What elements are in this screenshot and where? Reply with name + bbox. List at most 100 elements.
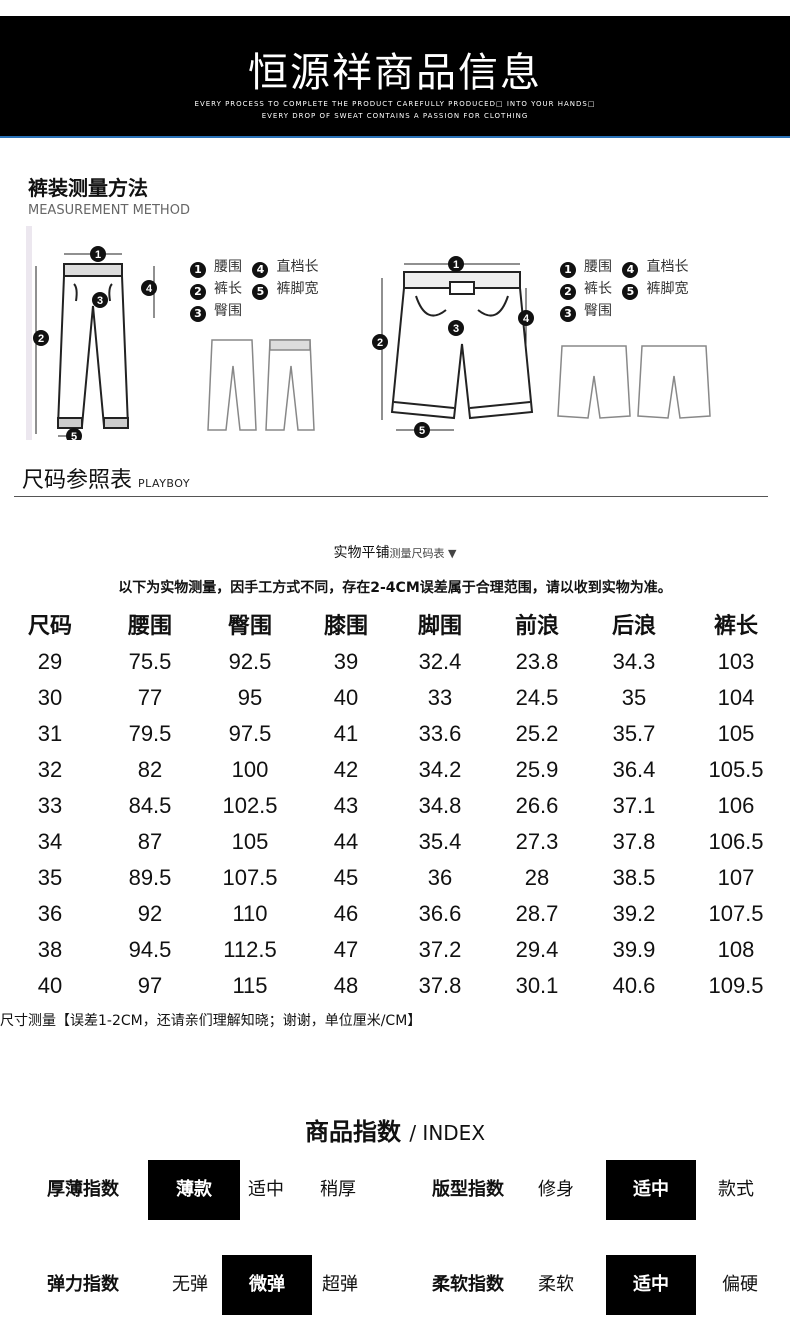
svg-text:5: 5 [71, 431, 77, 440]
table-cell: 97 [137, 973, 163, 998]
column-header: 臀围 [227, 613, 272, 638]
flat-measure-note: 实物平铺测量尺码表 ▼ [333, 545, 457, 561]
size-table-header: 尺码 腰围 臀围 膝围 脚围 前浪 后浪 裤长 [0, 604, 790, 644]
elasticity-label: 弹力指数 [47, 1274, 119, 1295]
divider [14, 496, 768, 497]
table-cell: 33 [427, 685, 453, 710]
column-header: 裤长 [713, 613, 758, 638]
fit-label: 版型指数 [432, 1179, 504, 1200]
table-cell: 30 [37, 685, 63, 710]
table-cell: 34.2 [418, 757, 462, 782]
brand-label: PLAYBOY [138, 477, 191, 490]
table-cell: 40.6 [612, 973, 656, 998]
page-title: 恒源祥商品信息 [248, 50, 542, 96]
table-cell: 109.5 [708, 973, 764, 998]
shorts-thumbnails [557, 345, 711, 419]
table-cell: 35.7 [612, 721, 656, 746]
table-cell: 92.5 [228, 649, 272, 674]
table-cell: 104 [717, 685, 755, 710]
long-pants-thumbnails [207, 339, 315, 431]
table-cell: 105 [231, 829, 269, 854]
size-footnote: 尺寸测量【误差1-2CM，还请亲们理解知晓；谢谢，单位厘米/CM】 [0, 1013, 422, 1029]
table-cell: 110 [232, 901, 268, 926]
thickness-option-medium: 适中 [248, 1179, 284, 1200]
fit-option-slim: 修身 [538, 1179, 574, 1200]
table-cell: 106 [717, 793, 755, 818]
table-cell: 105 [717, 721, 755, 746]
table-cell: 39.2 [612, 901, 656, 926]
table-cell: 112.5 [223, 937, 277, 962]
table-cell: 100 [231, 757, 269, 782]
thickness-option-thick: 稍厚 [320, 1179, 356, 1200]
table-cell: 33.6 [418, 721, 462, 746]
table-cell: 34.8 [418, 793, 462, 818]
table-cell: 24.5 [515, 685, 559, 710]
table-cell: 103 [717, 649, 755, 674]
table-cell: 36 [37, 901, 63, 926]
measurement-subtitle: MEASUREMENT METHOD [28, 203, 190, 218]
table-cell: 47 [333, 937, 359, 962]
measurement-diagram: 1 2 3 4 5 1 2 [26, 226, 726, 440]
table-cell: 32.4 [418, 649, 462, 674]
table-cell: 43 [333, 793, 359, 818]
softness-label: 柔软指数 [432, 1274, 504, 1295]
column-header: 膝围 [323, 613, 368, 638]
tagline-2: EVERY DROP OF SWEAT CONTAINS A PASSION F… [261, 112, 529, 120]
header-banner: 恒源祥商品信息 EVERY PROCESS TO COMPLETE THE PR… [0, 16, 790, 138]
table-cell: 35 [621, 685, 647, 710]
table-cell: 37.8 [418, 973, 462, 998]
svg-text:1: 1 [95, 249, 101, 261]
svg-text:3: 3 [453, 323, 459, 335]
table-cell: 32 [37, 757, 63, 782]
table-cell: 77 [137, 685, 163, 710]
table-cell: 95 [237, 685, 263, 710]
table-cell: 36.6 [418, 901, 462, 926]
table-cell: 87 [137, 829, 163, 854]
table-cell: 27.3 [515, 829, 559, 854]
column-header: 腰围 [127, 613, 172, 638]
table-cell: 33 [37, 793, 63, 818]
svg-text:3: 3 [97, 295, 103, 307]
table-cell: 29.4 [515, 937, 559, 962]
table-cell: 94.5 [128, 937, 172, 962]
table-cell: 26.6 [515, 793, 559, 818]
measurement-title: 裤装测量方法 [28, 176, 148, 200]
table-cell: 42 [333, 757, 359, 782]
table-cell: 46 [333, 901, 359, 926]
svg-text:2: 2 [377, 337, 383, 349]
svg-text:2: 2 [38, 333, 44, 345]
table-cell: 29 [37, 649, 63, 674]
thickness-option-thin: 薄款 [148, 1160, 240, 1220]
table-cell: 40 [37, 973, 63, 998]
fit-option-style: 款式 [718, 1179, 754, 1200]
table-cell: 34 [37, 829, 63, 854]
elasticity-option-slight: 微弹 [222, 1255, 312, 1315]
table-cell: 48 [333, 973, 359, 998]
table-cell: 41 [333, 721, 359, 746]
table-cell: 23.8 [515, 649, 559, 674]
table-cell: 39.9 [612, 937, 656, 962]
index-title: 商品指数 / INDEX [304, 1118, 486, 1146]
table-cell: 97.5 [228, 721, 272, 746]
svg-text:4: 4 [523, 313, 530, 325]
tagline-1: EVERY PROCESS TO COMPLETE THE PRODUCT CA… [194, 100, 596, 108]
svg-text:1: 1 [453, 259, 459, 271]
table-cell: 45 [333, 865, 359, 890]
column-header: 尺码 [27, 613, 72, 638]
table-cell: 25.9 [515, 757, 559, 782]
fit-option-regular: 适中 [606, 1160, 696, 1220]
column-header: 后浪 [611, 613, 656, 638]
table-cell: 82 [137, 757, 163, 782]
